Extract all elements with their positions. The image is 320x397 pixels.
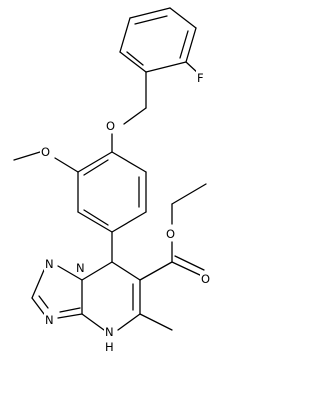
fluorine-label: F	[197, 71, 204, 85]
bond	[59, 307, 81, 313]
molecule-svg: F O O O O N N N N H	[13, 7, 214, 354]
bond	[81, 313, 105, 331]
amine-nitrogen-label: N	[105, 325, 114, 339]
atom-labels: F O O O O N N N N H	[40, 70, 214, 354]
methoxy-oxygen-label: O	[41, 145, 50, 159]
bond	[185, 27, 197, 63]
bond	[83, 209, 109, 226]
bond	[126, 51, 144, 66]
bond	[77, 151, 113, 173]
bridgehead-nitrogen-label: N	[76, 261, 85, 275]
bond	[54, 157, 79, 173]
ester-oxygen-label: O	[166, 227, 175, 241]
bond	[31, 297, 45, 315]
bond	[119, 51, 147, 73]
bond	[111, 151, 147, 173]
bond	[31, 269, 45, 299]
bond	[123, 107, 147, 125]
bond	[179, 30, 189, 59]
carbonyl-oxygen-label: O	[201, 272, 210, 286]
bond	[134, 15, 168, 25]
bond	[57, 313, 83, 319]
bond	[171, 261, 203, 277]
bond	[119, 17, 131, 53]
ether-oxygen-label: O	[106, 119, 115, 133]
bond	[57, 265, 83, 281]
bond	[38, 295, 49, 309]
bond	[129, 7, 171, 19]
triazole-nitrogen-label-lower: N	[45, 313, 54, 327]
bond	[13, 151, 41, 161]
bond	[139, 261, 173, 281]
bond	[171, 183, 207, 205]
bond	[111, 261, 141, 281]
bond	[169, 7, 197, 29]
bond	[81, 261, 113, 281]
amine-hydrogen-label: H	[105, 340, 114, 354]
bond	[83, 159, 109, 176]
bond	[145, 61, 187, 73]
triazole-nitrogen-label: N	[45, 257, 54, 271]
structure-drawing: F O O O O N N N N H	[13, 7, 214, 354]
bond	[174, 255, 205, 271]
bond	[117, 313, 141, 331]
bond	[111, 211, 147, 233]
bonds	[13, 7, 207, 331]
bond	[77, 211, 113, 233]
bond	[139, 313, 173, 331]
